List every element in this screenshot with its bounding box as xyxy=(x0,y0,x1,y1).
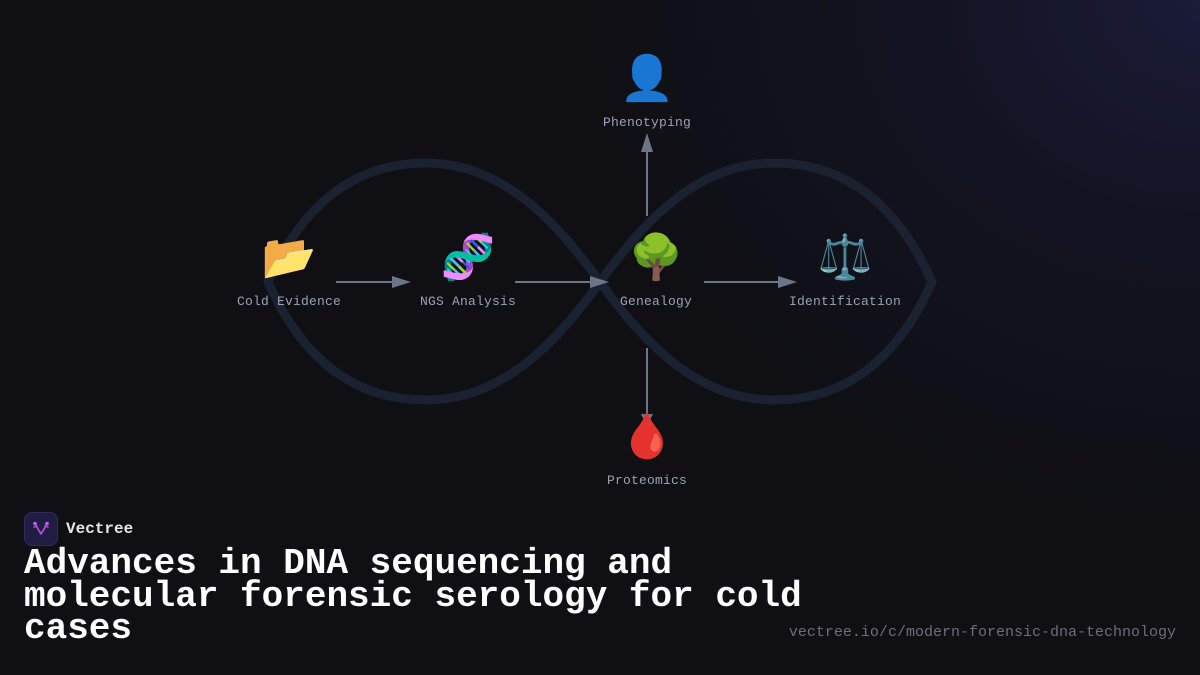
open-folder-icon: 📂 xyxy=(261,232,317,283)
scales-icon: ⚖️ xyxy=(817,232,873,283)
blood-drop-icon: 🩸 xyxy=(619,411,675,462)
person-silhouette-icon: 👤 xyxy=(619,53,675,104)
node-label: Cold Evidence xyxy=(236,294,342,309)
source-url: vectree.io/c/modern-forensic-dna-technol… xyxy=(788,624,1176,641)
node-label: Identification xyxy=(788,294,902,309)
node-proteomics: 🩸 Proteomics xyxy=(607,411,687,488)
edge-arrows xyxy=(336,133,797,426)
node-identification: ⚖️ Identification xyxy=(789,232,901,309)
vectree-logo-icon xyxy=(24,512,58,546)
dna-icon: 🧬 xyxy=(440,232,496,283)
brand-name: Vectree xyxy=(66,520,134,538)
node-label: Phenotyping xyxy=(602,115,692,130)
node-ngs-analysis: 🧬 NGS Analysis xyxy=(420,232,516,309)
page-title: Advances in DNA sequencing and molecular… xyxy=(24,543,802,649)
tree-icon: 🌳 xyxy=(628,232,684,283)
node-label: Proteomics xyxy=(606,473,688,488)
node-genealogy: 🌳 Genealogy xyxy=(620,232,692,309)
node-label: Genealogy xyxy=(619,294,693,309)
node-label: NGS Analysis xyxy=(419,294,517,309)
node-cold-evidence: 📂 Cold Evidence xyxy=(237,232,341,309)
node-phenotyping: 👤 Phenotyping xyxy=(603,53,691,130)
brand: Vectree xyxy=(24,512,133,546)
